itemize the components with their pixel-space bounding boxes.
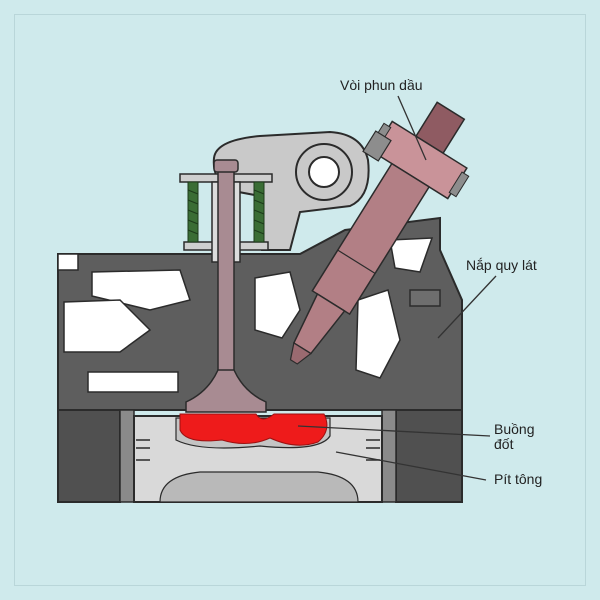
leader-piston [335, 451, 487, 481]
piston-skirt [159, 471, 359, 503]
head-cavity-right-top [389, 237, 434, 273]
cylinder-liner-right [381, 409, 397, 503]
engine-block [57, 409, 463, 503]
head-stud [409, 289, 441, 307]
leader-combustion-chamber [297, 425, 491, 437]
leader-cylinder-head [437, 275, 497, 339]
head-cavity-left-mid [63, 299, 152, 353]
spring-coils [187, 189, 265, 235]
valve-stem [217, 165, 235, 373]
valve-head [185, 369, 267, 413]
block-right-wall [395, 409, 463, 503]
combustion-chamber [179, 413, 328, 446]
label-combustion-chamber-line2: đốt [494, 436, 514, 452]
head-corner-notch [57, 253, 79, 271]
head-cavity-right [355, 289, 401, 379]
valve [185, 159, 267, 413]
leader-lines [297, 95, 497, 481]
injector-body-band [337, 249, 376, 274]
head-cavity-left-bottom [87, 371, 179, 393]
label-cylinder-head: Nắp quy lát [466, 257, 537, 273]
label-combustion-chamber-line1: Buồng [494, 421, 534, 437]
head-cavity-center [254, 271, 301, 339]
injector-tip [289, 341, 312, 365]
leader-injector [397, 95, 427, 161]
rocker-arm [212, 130, 370, 251]
valve-stem-tip [213, 159, 239, 173]
label-piston: Pít tông [494, 471, 542, 487]
cylinder-liner-left [119, 409, 135, 503]
injector-bolt-top [362, 130, 392, 162]
rocker-pivot-inner [308, 156, 340, 188]
injector-clamp-bolt-right [448, 171, 470, 198]
fuel-injector [289, 101, 470, 365]
block-left-wall [57, 409, 121, 503]
label-injector: Vòi phun dầu [340, 77, 423, 93]
